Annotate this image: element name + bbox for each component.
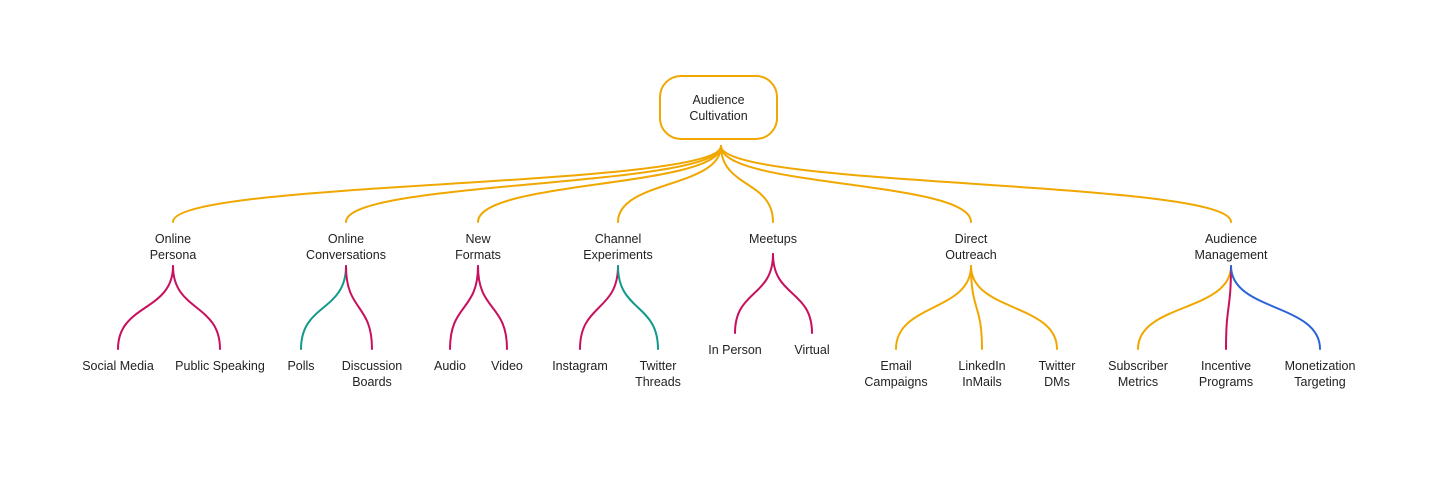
leaf-virtual[interactable]: Virtual xyxy=(794,342,829,358)
branch-direct-outreach[interactable]: Direct Outreach xyxy=(945,231,996,263)
connector-channel-experiments-instagram xyxy=(579,265,619,350)
connector-root-online-persona xyxy=(172,145,722,223)
leaf-incentive-programs[interactable]: Incentive Programs xyxy=(1199,358,1253,390)
connector-root-channel-experiments xyxy=(617,145,722,223)
leaf-label-line: Discussion xyxy=(341,359,403,373)
leaf-label-line: Polls xyxy=(287,359,315,373)
connector-online-persona-social-media xyxy=(117,265,174,350)
leaf-monetization-targeting[interactable]: Monetization Targeting xyxy=(1285,358,1356,390)
leaf-label-line: Threads xyxy=(635,375,681,389)
leaf-instagram[interactable]: Instagram xyxy=(552,358,608,374)
leaf-label-line: Twitter xyxy=(1038,359,1076,373)
connector-new-formats-video xyxy=(477,265,508,350)
branch-label-line: Direct xyxy=(954,232,988,246)
connector-meetups-in-person xyxy=(734,253,774,334)
leaf-twitter-threads[interactable]: Twitter Threads xyxy=(635,358,681,390)
leaf-label-line: Email xyxy=(880,359,912,373)
leaf-label-line: Campaigns xyxy=(864,375,928,389)
root-label-line: Cultivation xyxy=(689,108,748,123)
leaf-label-line: Virtual xyxy=(794,343,830,357)
leaf-label-line: Monetization xyxy=(1284,359,1356,373)
branch-audience-management[interactable]: Audience Management xyxy=(1195,231,1268,263)
leaf-label-line: Instagram xyxy=(552,359,608,373)
branch-label-line: Outreach xyxy=(945,248,997,262)
connector-root-direct-outreach xyxy=(720,145,972,223)
branch-label-line: Conversations xyxy=(306,248,386,262)
leaf-email-campaigns[interactable]: Email Campaigns xyxy=(864,358,927,390)
branch-label-line: Channel xyxy=(594,232,642,246)
leaf-social-media[interactable]: Social Media xyxy=(82,358,154,374)
leaf-in-person[interactable]: In Person xyxy=(708,342,762,358)
connector-audience-management-monetization-targeting xyxy=(1230,265,1321,350)
branch-label-line: Persona xyxy=(149,248,197,262)
connector-new-formats-audio xyxy=(449,265,479,350)
branch-online-conversations[interactable]: Online Conversations xyxy=(306,231,386,263)
leaf-label-line: InMails xyxy=(962,375,1002,389)
connector-online-conversations-discussion-boards xyxy=(345,265,373,350)
leaf-label-line: Social Media xyxy=(82,359,154,373)
leaf-label-line: Metrics xyxy=(1117,375,1159,389)
connector-root-audience-management xyxy=(720,145,1232,223)
branch-label-line: New xyxy=(465,232,491,246)
branch-label-line: Audience xyxy=(1204,232,1258,246)
leaf-label-line: DMs xyxy=(1044,375,1070,389)
connector-channel-experiments-twitter-threads xyxy=(617,265,659,350)
connector-root-meetups xyxy=(720,145,774,223)
branch-label-line: Meetups xyxy=(749,232,797,246)
leaf-label-line: LinkedIn xyxy=(958,359,1006,373)
leaf-label-line: In Person xyxy=(708,343,762,357)
connector-direct-outreach-linkedin-inmails xyxy=(970,265,983,350)
leaf-twitter-dms[interactable]: Twitter DMs xyxy=(1039,358,1076,390)
connector-direct-outreach-twitter-dms xyxy=(970,265,1058,350)
leaf-label-line: Subscriber xyxy=(1108,359,1168,373)
root-node-audience-cultivation[interactable]: Audience Cultivation xyxy=(659,75,778,140)
branch-new-formats[interactable]: New Formats xyxy=(455,231,501,263)
connector-online-conversations-polls xyxy=(300,265,347,350)
leaf-label-line: Audio xyxy=(434,359,466,373)
connector-root-online-conversations xyxy=(345,145,722,223)
leaf-discussion-boards[interactable]: Discussion Boards xyxy=(342,358,402,390)
leaf-label-line: Public Speaking xyxy=(175,359,265,373)
connector-audience-management-incentive-programs xyxy=(1225,265,1232,350)
connector-direct-outreach-email-campaigns xyxy=(895,265,972,350)
leaf-polls[interactable]: Polls xyxy=(287,358,314,374)
leaf-label-line: Video xyxy=(491,359,523,373)
leaf-label-line: Boards xyxy=(352,375,392,389)
leaf-audio[interactable]: Audio xyxy=(434,358,466,374)
branch-label-line: Online xyxy=(154,232,192,246)
leaf-linkedin-inmails[interactable]: LinkedIn InMails xyxy=(958,358,1005,390)
leaf-label-line: Programs xyxy=(1198,375,1254,389)
leaf-label-line: Twitter xyxy=(639,359,677,373)
root-label-line: Audience xyxy=(692,92,745,107)
leaf-label-line: Targeting xyxy=(1294,375,1346,389)
leaf-label-line: Incentive xyxy=(1200,359,1252,373)
connector-root-new-formats xyxy=(477,145,722,223)
branch-label-line: Online xyxy=(327,232,365,246)
branch-online-persona[interactable]: Online Persona xyxy=(150,231,197,263)
branch-label-line: Experiments xyxy=(583,248,653,262)
connector-audience-management-subscriber-metrics xyxy=(1137,265,1232,350)
leaf-video[interactable]: Video xyxy=(491,358,523,374)
branch-channel-experiments[interactable]: Channel Experiments xyxy=(583,231,652,263)
branch-label-line: Formats xyxy=(455,248,501,262)
connector-online-persona-public-speaking xyxy=(172,265,221,350)
branch-label-line: Management xyxy=(1194,248,1268,262)
leaf-subscriber-metrics[interactable]: Subscriber Metrics xyxy=(1108,358,1168,390)
connector-meetups-virtual xyxy=(772,253,813,334)
leaf-public-speaking[interactable]: Public Speaking xyxy=(175,358,265,374)
branch-meetups[interactable]: Meetups xyxy=(749,231,797,247)
